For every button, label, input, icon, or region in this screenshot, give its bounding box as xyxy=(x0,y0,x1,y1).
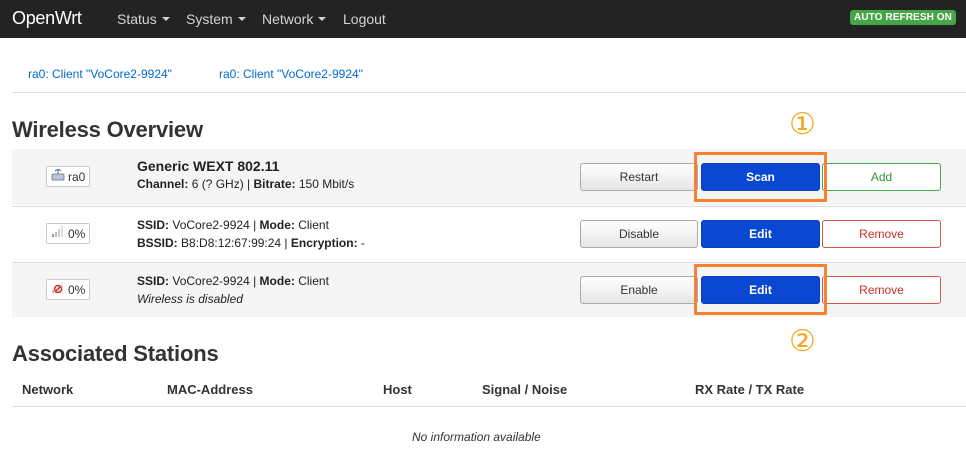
encryption-value: - xyxy=(360,236,365,250)
device-badge-label: ra0 xyxy=(68,170,86,185)
remove-button[interactable]: Remove xyxy=(822,220,941,248)
nav-menu-system-label: System xyxy=(186,11,233,27)
empty-table-message: No information available xyxy=(412,430,541,444)
network-ssid-line: SSID: VoCore2-9924 | Mode: Client xyxy=(137,218,329,232)
ssid-label: SSID: xyxy=(137,274,170,288)
bitrate-label: Bitrate: xyxy=(253,177,296,191)
scan-button[interactable]: Scan xyxy=(701,163,820,191)
ssid-label: SSID: xyxy=(137,218,170,232)
network-bssid-line: BSSID: B8:D8:12:67:99:24 | Encryption: - xyxy=(137,236,365,250)
ssid-value: VoCore2-9924 xyxy=(172,218,250,232)
encryption-label: Encryption: xyxy=(290,236,358,250)
ssid-value: VoCore2-9924 xyxy=(172,274,250,288)
wireless-device-icon xyxy=(51,168,65,184)
nav-logout[interactable]: Logout xyxy=(343,11,386,27)
add-button[interactable]: Add xyxy=(822,163,941,191)
chevron-down-icon xyxy=(237,17,246,22)
chevron-down-icon xyxy=(318,17,327,22)
column-header-host: Host xyxy=(383,382,412,397)
nav-menu-status-label: Status xyxy=(117,11,157,27)
wireless-network-row: 0% SSID: VoCore2-9924 | Mode: Client BSS… xyxy=(12,206,966,262)
auto-refresh-toggle[interactable]: AUTO REFRESH ON xyxy=(850,10,956,25)
restart-button[interactable]: Restart xyxy=(580,163,698,191)
device-badge: ra0 xyxy=(46,166,91,187)
associated-stations-heading: Associated Stations xyxy=(12,341,219,366)
annotation-marker-2: ② xyxy=(789,325,816,358)
network-ssid-line: SSID: VoCore2-9924 | Mode: Client xyxy=(137,274,329,288)
edit-button[interactable]: Edit xyxy=(701,220,820,248)
wireless-overview-heading: Wireless Overview xyxy=(12,117,203,142)
network-info: SSID: VoCore2-9924 | Mode: Client Wirele… xyxy=(137,272,329,308)
tab-ra0-client-1[interactable]: ra0: Client "VoCore2-9924" xyxy=(28,67,172,81)
tab-ra0-client-2[interactable]: ra0: Client "VoCore2-9924" xyxy=(219,67,363,81)
channel-value: 6 (? GHz) xyxy=(191,177,244,191)
enable-button[interactable]: Enable xyxy=(580,276,698,304)
bitrate-value: 150 Mbit/s xyxy=(298,177,355,191)
bssid-value: B8:D8:12:67:99:24 xyxy=(181,236,282,250)
divider xyxy=(12,92,966,93)
chevron-down-icon xyxy=(161,17,170,22)
mode-value: Client xyxy=(298,218,329,232)
disable-button[interactable]: Disable xyxy=(580,220,698,248)
device-details: Channel: 6 (? GHz) | Bitrate: 150 Mbit/s xyxy=(137,177,355,191)
signal-disabled-icon xyxy=(51,281,65,296)
top-navbar: OpenWrt Status System Network Logout AUT… xyxy=(0,0,966,38)
channel-label: Channel: xyxy=(137,177,189,191)
nav-menu-network[interactable]: Network xyxy=(262,11,327,27)
network-status-text: Wireless is disabled xyxy=(137,292,243,306)
network-signal-badge: 0% xyxy=(46,223,91,244)
remove-button[interactable]: Remove xyxy=(822,276,941,304)
nav-menu-network-label: Network xyxy=(262,11,314,27)
nav-menu-status[interactable]: Status xyxy=(117,11,170,27)
table-header-divider xyxy=(12,406,966,407)
annotation-marker-1: ① xyxy=(789,108,816,141)
mode-value: Client xyxy=(298,274,329,288)
column-header-network: Network xyxy=(22,382,74,397)
device-title: Generic WEXT 802.11 xyxy=(137,158,280,174)
brand-logo[interactable]: OpenWrt xyxy=(12,8,82,28)
column-header-signal: Signal / Noise xyxy=(482,382,568,397)
mode-label: Mode: xyxy=(259,218,295,232)
column-header-mac: MAC-Address xyxy=(167,382,253,397)
network-signal-badge: 0% xyxy=(46,279,91,300)
column-header-rates: RX Rate / TX Rate xyxy=(695,382,805,397)
device-info: Generic WEXT 802.11 Channel: 6 (? GHz) |… xyxy=(137,157,354,193)
network-signal-value: 0% xyxy=(68,283,86,297)
signal-bars-icon xyxy=(51,225,65,240)
edit-button[interactable]: Edit xyxy=(701,276,820,304)
bssid-label: BSSID: xyxy=(137,236,178,250)
mode-label: Mode: xyxy=(259,274,295,288)
nav-menu-system[interactable]: System xyxy=(186,11,246,27)
network-info: SSID: VoCore2-9924 | Mode: Client BSSID:… xyxy=(137,216,365,252)
network-signal-value: 0% xyxy=(68,227,86,241)
